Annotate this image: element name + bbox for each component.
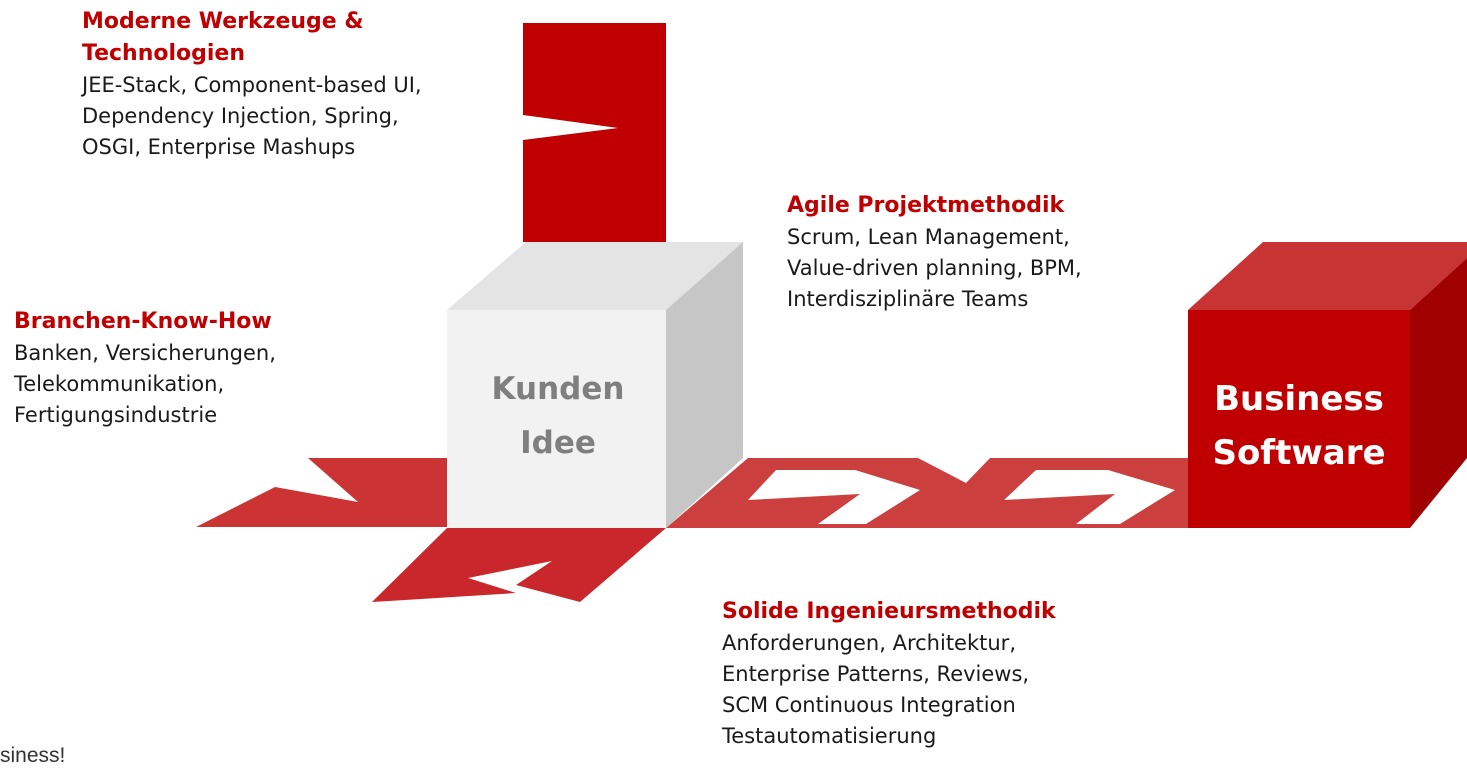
business-label-line1: Business xyxy=(1214,379,1384,419)
footer-tagline: siness! xyxy=(0,744,66,767)
branch-block: Branchen-Know-How Banken, Versicherungen… xyxy=(14,306,276,431)
top-panel-notch-arrow-icon xyxy=(523,23,666,242)
kunden-label-line2: Idee xyxy=(520,425,596,461)
branch-line: Banken, Versicherungen, xyxy=(14,341,276,365)
engineering-line: SCM Continuous Integration xyxy=(722,693,1016,717)
agile-line: Scrum, Lean Management, xyxy=(787,225,1070,249)
business-software-label: Business Software xyxy=(1188,372,1410,480)
engineering-title: Solide Ingenieursmethodik xyxy=(722,599,1056,624)
business-label-line2: Software xyxy=(1212,433,1386,473)
tech-title: Moderne Werkzeuge & Technologien xyxy=(82,9,364,66)
chevron-arrow-icon xyxy=(1004,470,1175,524)
tech-line: JEE-Stack, Component-based UI, xyxy=(82,73,422,97)
branch-line: Fertigungsindustrie xyxy=(14,403,218,427)
chevron-arrow-icon xyxy=(748,470,920,524)
tech-block: Moderne Werkzeuge & Technologien JEE-Sta… xyxy=(82,6,422,163)
kunden-label-line1: Kunden xyxy=(491,371,625,407)
agile-line: Value-driven planning, BPM, xyxy=(787,256,1082,280)
left-flap-notch-arrow-icon xyxy=(196,458,447,527)
kunden-cube-side xyxy=(666,242,743,528)
branch-title: Branchen-Know-How xyxy=(14,309,272,334)
business-cube-top xyxy=(1188,242,1467,310)
engineering-line: Testautomatisierung xyxy=(722,724,937,748)
agile-line: Interdisziplinäre Teams xyxy=(787,287,1029,311)
engineering-block: Solide Ingenieursmethodik Anforderungen,… xyxy=(722,596,1056,752)
agile-title: Agile Projektmethodik xyxy=(787,193,1065,218)
bottom-flap-notch-arrow-icon xyxy=(372,528,666,602)
kunden-idee-label: Kunden Idee xyxy=(447,362,669,470)
engineering-line: Enterprise Patterns, Reviews, xyxy=(722,662,1030,686)
agile-block: Agile Projektmethodik Scrum, Lean Manage… xyxy=(787,190,1082,315)
kunden-cube-front xyxy=(447,310,666,528)
tech-line: OSGI, Enterprise Mashups xyxy=(82,135,356,159)
business-cube-side xyxy=(1410,258,1467,528)
tech-line: Dependency Injection, Spring, xyxy=(82,104,399,128)
branch-line: Telekommunikation, xyxy=(14,372,225,396)
kunden-cube-top xyxy=(447,242,743,310)
engineering-line: Anforderungen, Architektur, xyxy=(722,631,1016,655)
business-cube-front xyxy=(1188,310,1410,528)
